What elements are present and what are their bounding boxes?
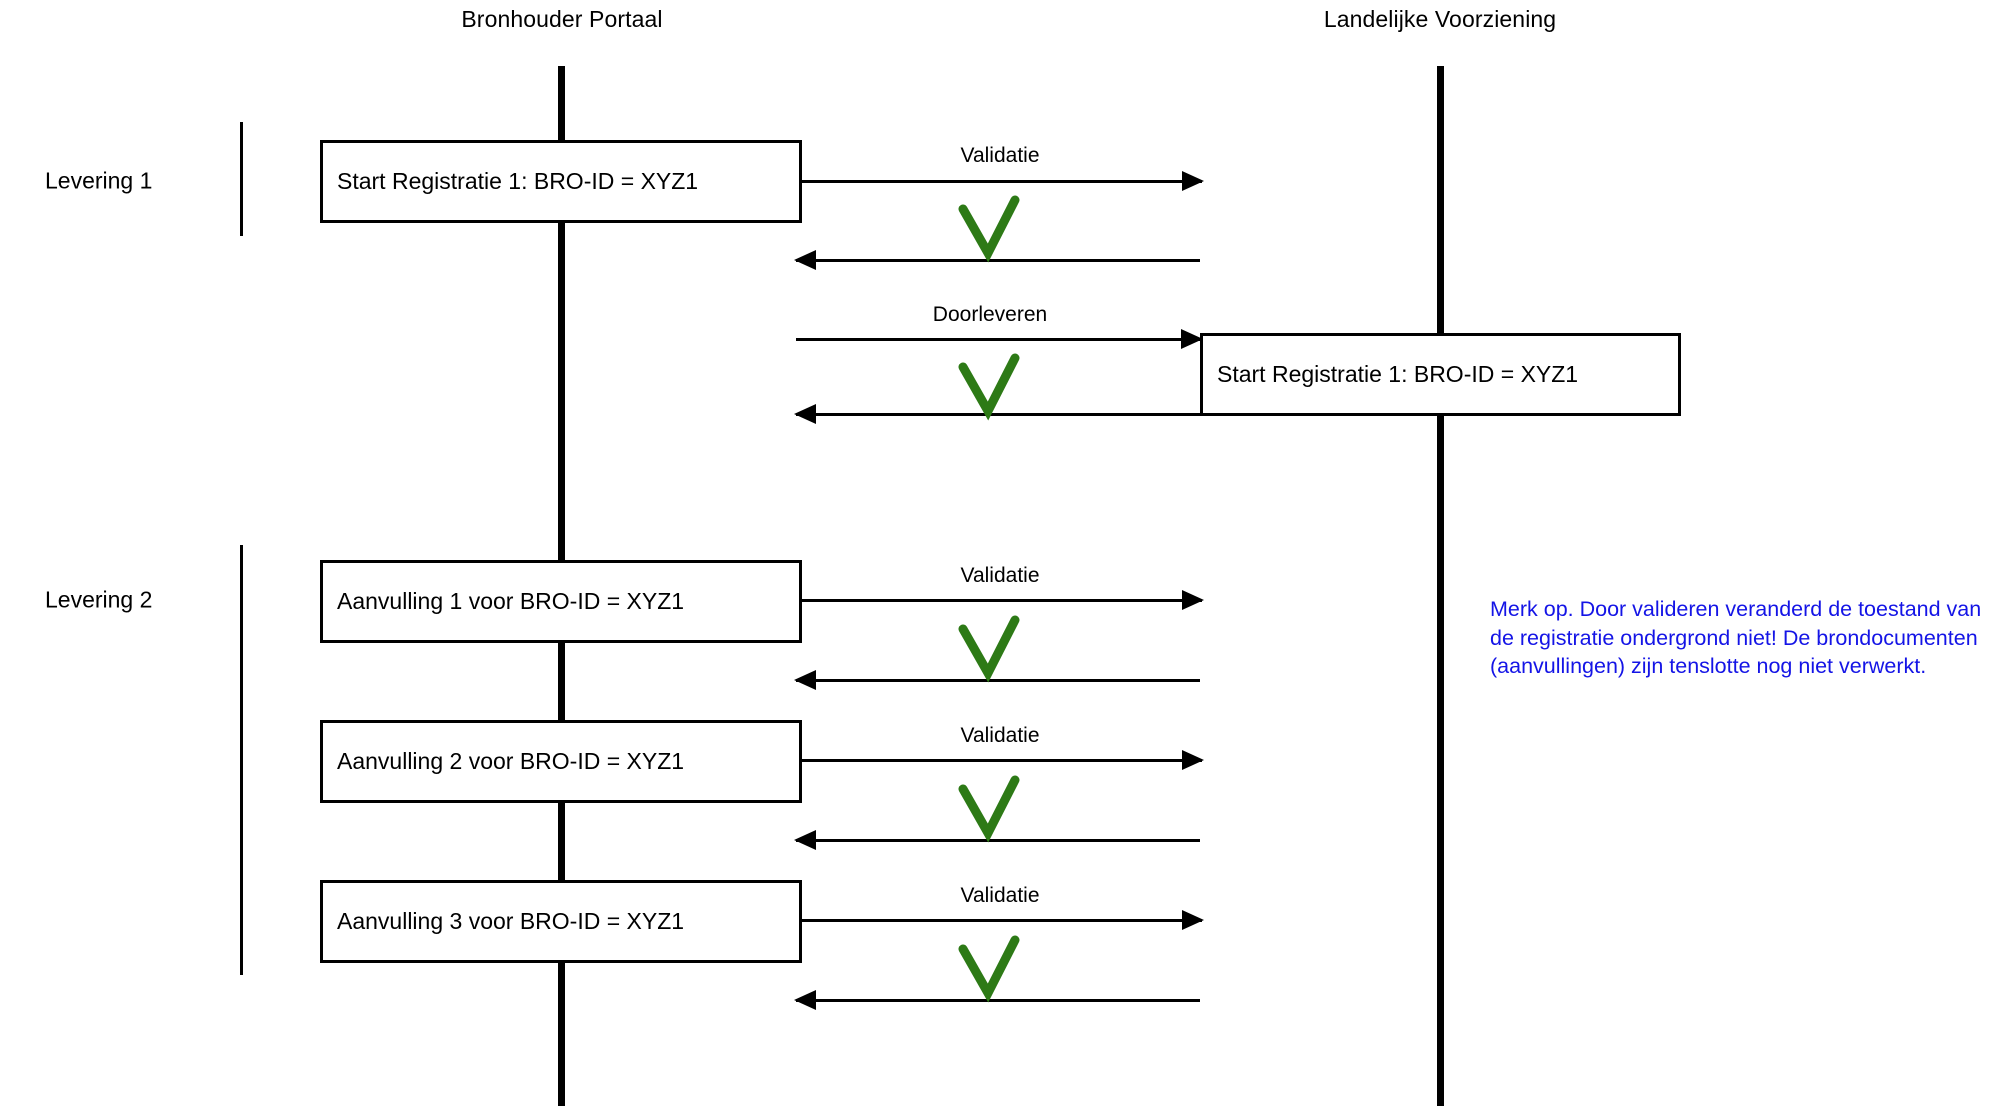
check-validatie-3-icon bbox=[955, 775, 1025, 850]
arrow-doorleveren-return bbox=[794, 400, 1200, 428]
arrow-label-validatie-1: Validatie bbox=[960, 144, 1040, 167]
box-aanvulling-3: Aanvulling 3 voor BRO-ID = XYZ1 bbox=[320, 880, 802, 963]
box-aanvulling-2: Aanvulling 2 voor BRO-ID = XYZ1 bbox=[320, 720, 802, 803]
arrow-line bbox=[796, 259, 1200, 262]
arrowhead-right-icon bbox=[1182, 910, 1204, 930]
arrow-validatie-4-return bbox=[794, 986, 1200, 1014]
box-start-registratie-left-label: Start Registratie 1: BRO-ID = XYZ1 bbox=[337, 167, 699, 194]
box-start-registratie-left: Start Registratie 1: BRO-ID = XYZ1 bbox=[320, 140, 802, 223]
arrow-label-validatie-2: Validatie bbox=[960, 564, 1040, 587]
arrowhead-left-icon bbox=[794, 250, 816, 270]
arrow-line bbox=[796, 413, 1200, 416]
arrow-line bbox=[796, 338, 1201, 341]
arrow-line bbox=[796, 999, 1200, 1002]
lifeline-title-landelijke-voorziening: Landelijke Voorziening bbox=[1323, 6, 1557, 32]
phase-bracket-levering-2 bbox=[240, 545, 243, 975]
phase-label-levering-2: Levering 2 bbox=[45, 586, 153, 613]
arrowhead-right-icon bbox=[1182, 171, 1204, 191]
box-start-registratie-right-label: Start Registratie 1: BRO-ID = XYZ1 bbox=[1217, 360, 1579, 387]
arrow-validatie-1 bbox=[802, 167, 1204, 195]
arrowhead-left-icon bbox=[794, 990, 816, 1010]
box-aanvulling-2-label: Aanvulling 2 voor BRO-ID = XYZ1 bbox=[337, 747, 685, 774]
check-doorleveren-icon bbox=[955, 353, 1025, 428]
arrow-validatie-2 bbox=[802, 586, 1204, 614]
box-aanvulling-3-label: Aanvulling 3 voor BRO-ID = XYZ1 bbox=[337, 907, 685, 934]
check-validatie-2-icon bbox=[955, 615, 1025, 690]
check-validatie-4-icon bbox=[955, 935, 1025, 1010]
arrow-label-validatie-3: Validatie bbox=[960, 724, 1040, 747]
arrowhead-left-icon bbox=[794, 404, 816, 424]
arrowhead-left-icon bbox=[794, 830, 816, 850]
arrow-line bbox=[802, 919, 1202, 922]
arrowhead-right-icon bbox=[1182, 750, 1204, 770]
arrowhead-right-icon bbox=[1181, 329, 1203, 349]
arrow-validatie-3 bbox=[802, 746, 1204, 774]
arrow-line bbox=[802, 599, 1202, 602]
arrow-line bbox=[802, 180, 1202, 183]
annotation-note: Merk op. Door valideren veranderd de toe… bbox=[1490, 597, 1982, 679]
arrow-label-doorleveren: Doorleveren bbox=[932, 303, 1048, 326]
phase-label-levering-1: Levering 1 bbox=[45, 167, 153, 194]
arrow-validatie-1-return bbox=[794, 246, 1200, 274]
arrow-line bbox=[802, 759, 1202, 762]
arrowhead-left-icon bbox=[794, 670, 816, 690]
lifeline-title-bronhouder-portaal: Bronhouder Portaal bbox=[461, 6, 663, 32]
arrow-validatie-4 bbox=[802, 906, 1204, 934]
lifeline-bar-landelijke-voorziening bbox=[1437, 66, 1444, 1106]
box-aanvulling-1-label: Aanvulling 1 voor BRO-ID = XYZ1 bbox=[337, 587, 685, 614]
phase-bracket-levering-1 bbox=[240, 122, 243, 236]
box-aanvulling-1: Aanvulling 1 voor BRO-ID = XYZ1 bbox=[320, 560, 802, 643]
check-validatie-1-icon bbox=[955, 195, 1025, 270]
arrow-line bbox=[796, 839, 1200, 842]
arrow-validatie-2-return bbox=[794, 666, 1200, 694]
arrowhead-right-icon bbox=[1182, 590, 1204, 610]
box-start-registratie-right: Start Registratie 1: BRO-ID = XYZ1 bbox=[1200, 333, 1681, 416]
arrow-line bbox=[796, 679, 1200, 682]
arrow-label-validatie-4: Validatie bbox=[960, 884, 1040, 907]
arrow-doorleveren bbox=[796, 325, 1203, 353]
arrow-validatie-3-return bbox=[794, 826, 1200, 854]
